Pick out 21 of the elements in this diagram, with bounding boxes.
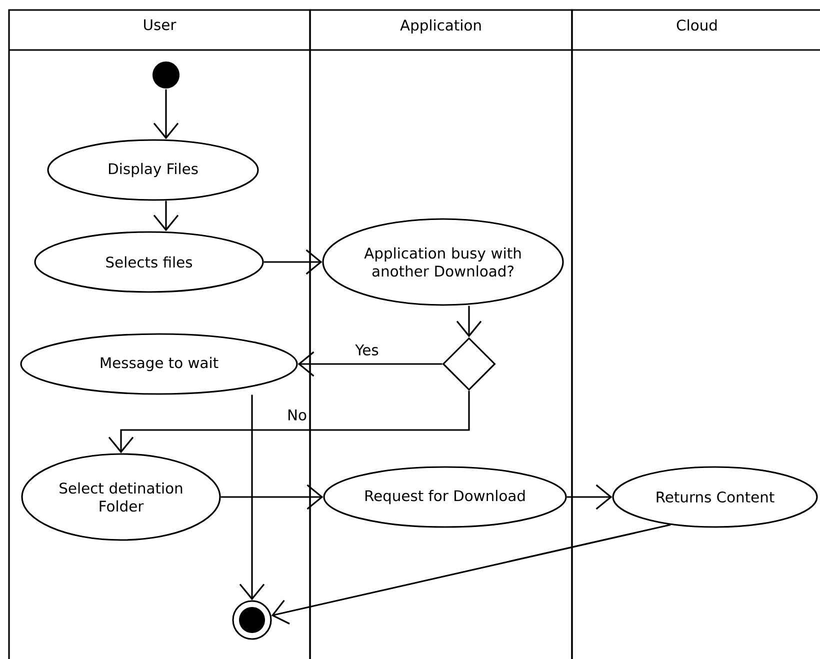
arrow: [239, 394, 265, 600]
activity-node: Request for Download: [323, 466, 567, 528]
arrow: [298, 351, 442, 377]
start-node: [152, 62, 180, 88]
edge-label: No: [286, 408, 308, 422]
activity-node: Display Files: [47, 139, 259, 201]
arrow: [153, 200, 179, 232]
edge-label: Yes: [354, 343, 380, 357]
arrow: [220, 484, 324, 510]
arrow: [456, 306, 482, 338]
arrow: [264, 249, 322, 275]
arrow: [566, 484, 612, 510]
arrow: [153, 89, 179, 140]
activity-node: Message to wait: [20, 333, 298, 395]
arrow: [108, 390, 470, 454]
activity-node: Application busy with another Download?: [322, 218, 564, 306]
activity-node: Returns Content: [612, 466, 818, 528]
activity-node: Select detination Folder: [21, 453, 221, 541]
arrow: [271, 524, 671, 624]
activity-node: Selects files: [34, 231, 264, 293]
end-node: [232, 600, 272, 640]
